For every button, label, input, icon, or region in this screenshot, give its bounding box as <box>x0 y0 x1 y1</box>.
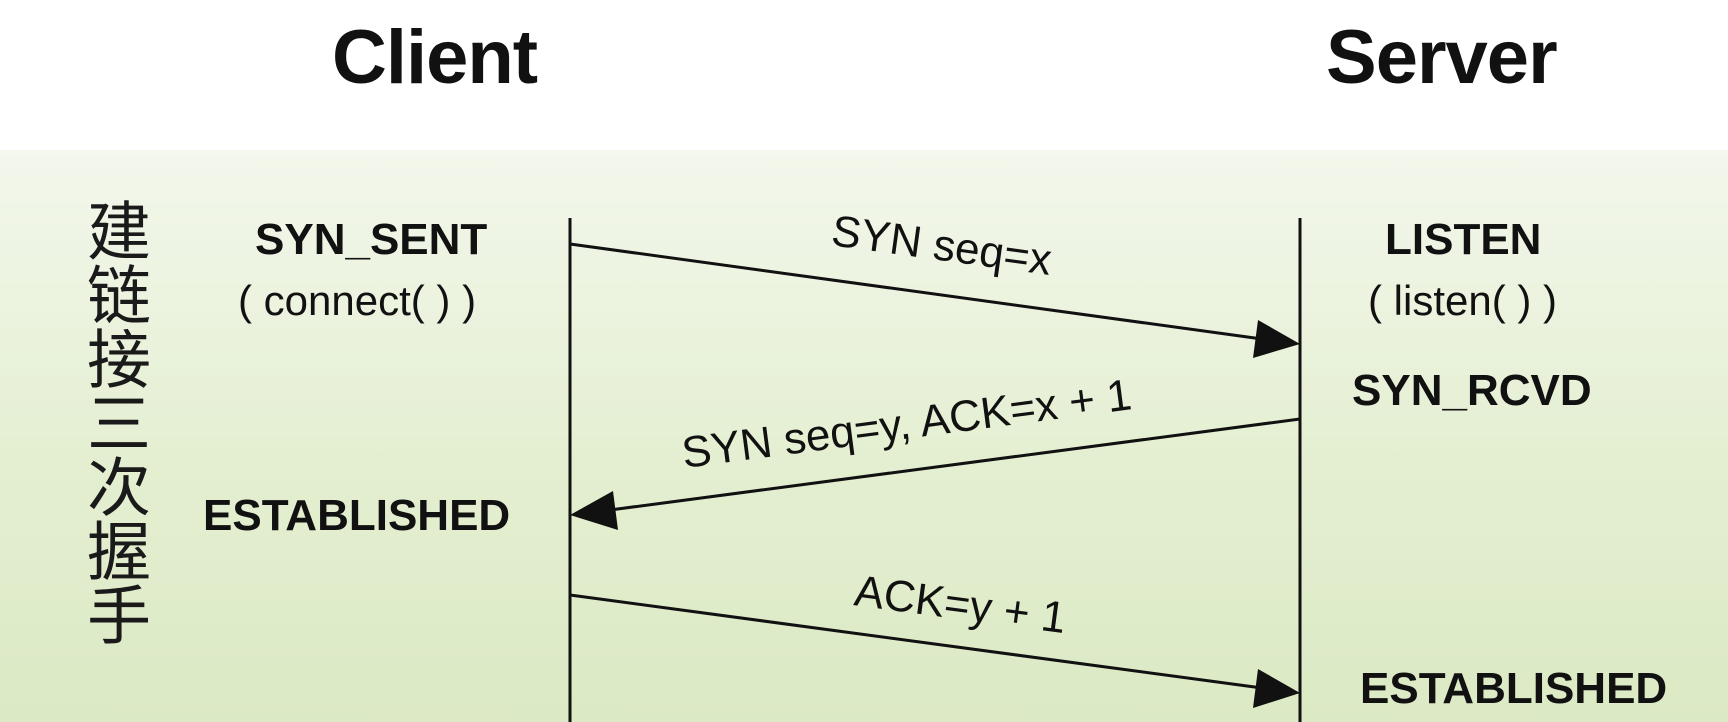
server-call-listen: ( listen( ) ) <box>1368 277 1557 324</box>
client-call-connect: ( connect( ) ) <box>238 277 477 324</box>
message-3-label: ACK=y + 1 <box>852 566 1069 643</box>
message-1-arrow <box>569 242 1300 358</box>
server-state-syn-rcvd: SYN_RCVD <box>1352 366 1592 415</box>
background-band <box>0 150 1728 722</box>
server-state-established: ESTABLISHED <box>1360 664 1668 713</box>
client-header: Client <box>332 15 538 100</box>
message-3-arrow <box>569 593 1300 708</box>
message-1-label: SYN seq=x <box>829 206 1055 285</box>
client-state-syn-sent: SYN_SENT <box>255 215 488 264</box>
server-state-listen: LISTEN <box>1385 215 1542 264</box>
side-label: 建链接三次握手 <box>76 198 150 646</box>
client-state-established: ESTABLISHED <box>203 491 511 540</box>
message-2-arrow <box>570 417 1301 530</box>
message-2-label: SYN seq=y, ACK=x + 1 <box>679 370 1134 478</box>
server-header: Server <box>1326 15 1558 100</box>
